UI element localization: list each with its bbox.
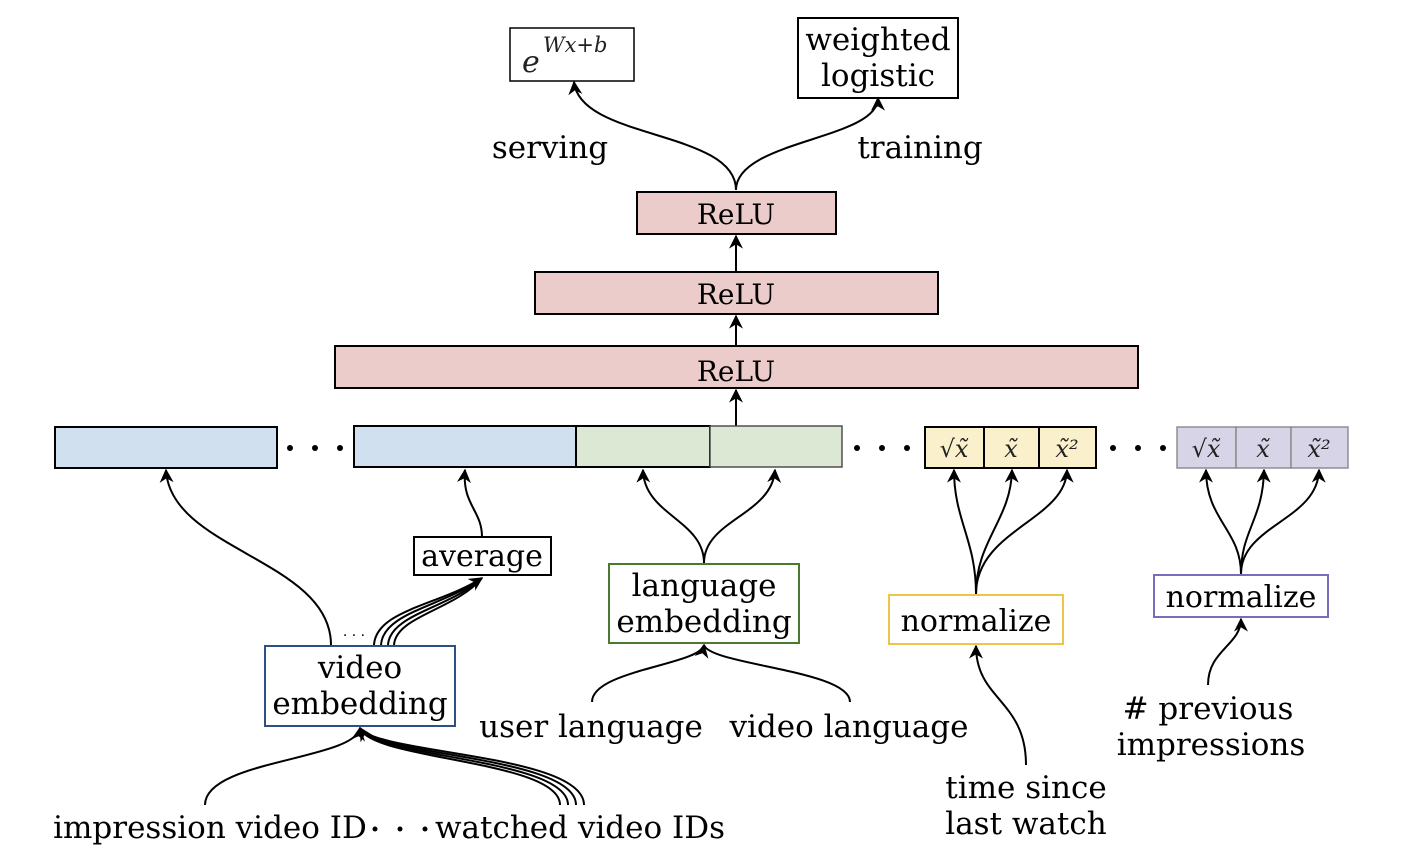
impressions-sqrt-slot <box>1176 426 1237 469</box>
serving-label: serving <box>492 130 608 166</box>
input-video-language: video language <box>729 709 969 745</box>
embedding-ellipsis: · · · <box>343 628 365 644</box>
input-time-since-line2: last watch <box>945 806 1106 842</box>
serving-formula-exponent: Wx+b <box>543 33 607 57</box>
edge-normalize-to-linear <box>975 468 1019 595</box>
time-square-slot <box>1038 426 1097 469</box>
feature-ellipsis-2 <box>854 445 910 451</box>
edge-prev-impressions-to-normalize <box>1207 617 1248 686</box>
time-linear-slot <box>983 426 1040 469</box>
relu-label: ReLU <box>697 278 775 311</box>
edge-average-to-feature <box>456 468 483 538</box>
average-node: average <box>413 536 552 576</box>
input-user-language: user language <box>479 709 703 745</box>
time-square-label: x̃² <box>1055 435 1078 463</box>
normalize-time-node: normalize <box>888 594 1064 645</box>
relu-layer-bottom: ReLU <box>334 345 1139 389</box>
input-time-since-line1: time since <box>945 770 1106 806</box>
input-watched-video-ids: watched video IDs <box>435 810 725 846</box>
edge-normalize-to-sqrt <box>947 468 977 595</box>
edges-video-embedding-to-average <box>373 577 484 646</box>
video-language-embedding-slot <box>709 425 843 468</box>
edge-video-embedding-to-impression-slot <box>159 468 332 646</box>
video-embedding-node: video embedding <box>264 645 456 727</box>
relu-layer-middle: ReLU <box>534 271 939 315</box>
time-linear-label: x̃ <box>1004 435 1018 463</box>
edge-lang-to-user-lang-slot <box>636 468 705 564</box>
edge-normalize-to-square <box>975 468 1074 595</box>
input-impression-video-id: impression video ID <box>53 810 367 846</box>
edges-watched-ids-to-embedding <box>359 726 585 806</box>
edge-time-since-to-normalize <box>969 644 1027 766</box>
edge-impression-id-to-embedding <box>204 726 365 806</box>
feature-vector-row: √x̃ x̃ x̃² √x̃ x̃ x̃² <box>54 425 1349 469</box>
language-embedding-line2: embedding <box>616 604 791 640</box>
training-box-line1: weighted <box>805 22 950 58</box>
normalize-time-label: normalize <box>901 604 1052 639</box>
edge-to-serving <box>568 80 737 191</box>
language-embedding-node: language embedding <box>608 563 800 644</box>
relu-label: ReLU <box>697 355 775 388</box>
input-prev-impressions-line1: # previous <box>1123 691 1294 727</box>
relu-label: ReLU <box>697 198 775 231</box>
impressions-sqrt-label: √x̃ <box>1192 435 1221 463</box>
normalize-impressions-node: normalize <box>1153 574 1329 618</box>
watched-video-average-slot <box>353 425 577 468</box>
training-box-line2: logistic <box>821 58 935 94</box>
edge-to-training <box>735 96 885 191</box>
user-language-embedding-slot <box>575 425 711 468</box>
training-label: training <box>857 130 982 166</box>
impression-video-embedding-slot <box>54 426 278 469</box>
edge-video-language-to-embedding <box>703 644 851 703</box>
normalize-impressions-label: normalize <box>1166 580 1317 615</box>
edge-normalize-impr-to-sqrt <box>1199 468 1242 575</box>
impressions-square-slot <box>1290 426 1349 469</box>
feature-ellipsis-3 <box>1110 445 1166 451</box>
relu-layer-top: ReLU <box>636 191 837 235</box>
serving-output-box: e Wx+b <box>509 27 635 82</box>
training-output-box: weighted logistic <box>797 17 959 99</box>
edge-normalize-impr-to-square <box>1240 468 1326 575</box>
feature-ellipsis-1 <box>287 445 343 451</box>
impressions-linear-label: x̃ <box>1256 435 1270 463</box>
serving-formula-base: e <box>522 45 540 80</box>
average-label: average <box>421 539 543 574</box>
video-embedding-line1: video <box>317 650 402 686</box>
input-ellipsis <box>372 826 428 832</box>
input-prev-impressions-line2: impressions <box>1117 727 1306 763</box>
language-embedding-line1: language <box>632 568 777 604</box>
impressions-square-label: x̃² <box>1307 435 1330 463</box>
edge-lang-to-video-lang-slot <box>703 468 782 564</box>
time-sqrt-label: √x̃ <box>940 435 969 463</box>
video-embedding-line2: embedding <box>272 686 447 722</box>
edge-normalize-impr-to-linear <box>1240 468 1271 575</box>
edge-user-language-to-embedding <box>591 643 709 703</box>
